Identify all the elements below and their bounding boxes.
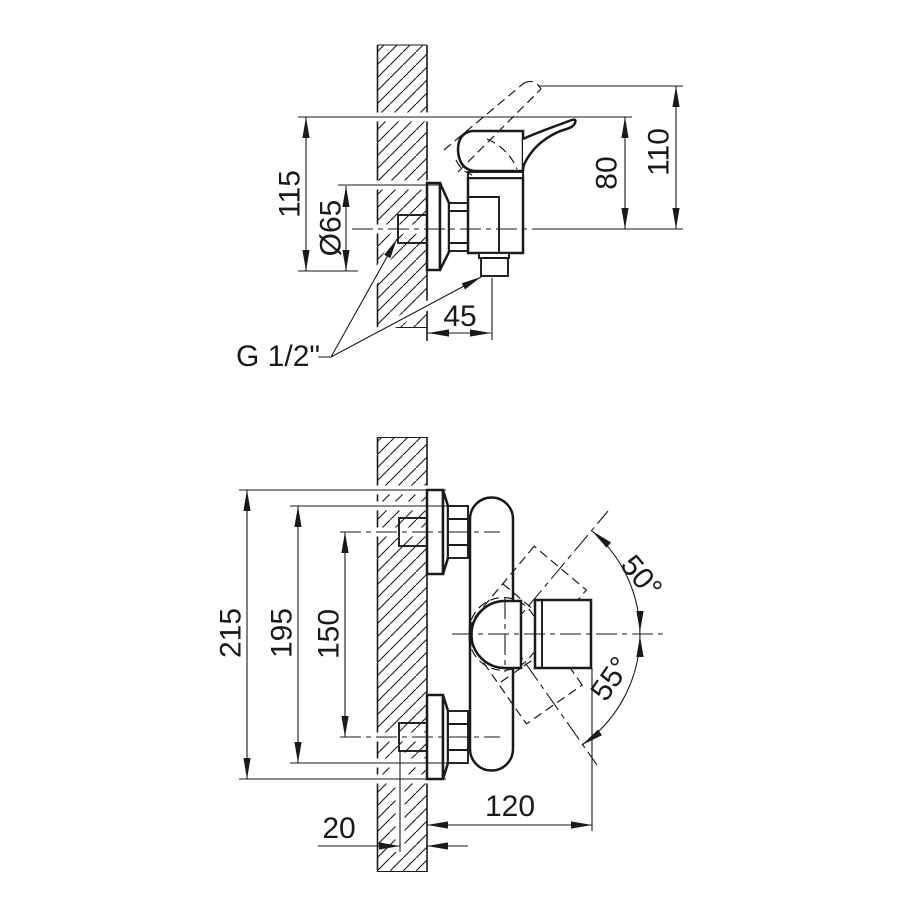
dim-150-label: 150 bbox=[313, 609, 346, 659]
centerlines-front bbox=[340, 531, 666, 738]
dimensions-front: 215 195 150 50° 55° 120 20 bbox=[215, 489, 668, 852]
hose-outlet-thread bbox=[480, 257, 509, 277]
dim-d65-label: Ø65 bbox=[315, 200, 348, 257]
dim-195-label: 195 bbox=[266, 608, 299, 658]
dim-115-label: 115 bbox=[274, 170, 307, 218]
dimensions-side: 115 Ø65 80 110 45 G 1/2" bbox=[236, 85, 683, 373]
dim-120-label: 120 bbox=[485, 790, 535, 823]
dim-45-label: 45 bbox=[443, 300, 476, 333]
dim-50deg-label: 50° bbox=[614, 549, 668, 605]
handle-raised-phantom bbox=[443, 80, 542, 176]
escutcheon-side bbox=[425, 181, 469, 272]
dim-20-label: 20 bbox=[322, 812, 355, 845]
lever-handle-side bbox=[521, 118, 577, 171]
handle-base-side bbox=[456, 129, 525, 173]
wall-section-side bbox=[376, 44, 428, 341]
thread-size-label: G 1/2" bbox=[236, 340, 320, 373]
dim-215-label: 215 bbox=[215, 608, 248, 658]
mixer-body-side bbox=[456, 118, 577, 277]
dim-80-label: 80 bbox=[591, 156, 624, 189]
front-view: 215 195 150 50° 55° 120 20 bbox=[215, 436, 668, 873]
side-view: 115 Ø65 80 110 45 G 1/2" bbox=[236, 44, 683, 373]
dim-110-label: 110 bbox=[643, 128, 676, 176]
